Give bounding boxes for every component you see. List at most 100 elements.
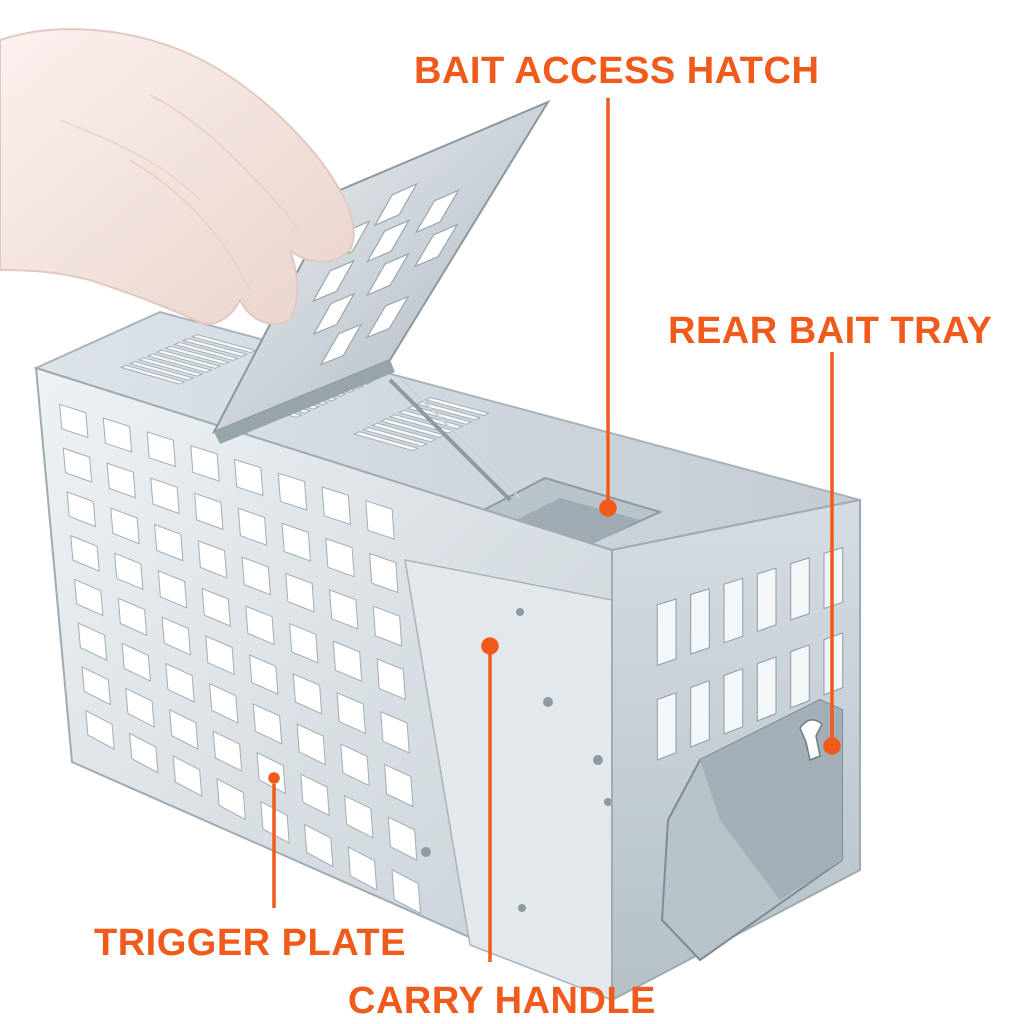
cage-end-mesh: [656, 546, 844, 761]
mesh-hole: [146, 431, 176, 468]
mesh-hole: [249, 654, 279, 695]
mesh-hole: [690, 680, 710, 748]
mesh-hole: [690, 588, 710, 655]
mesh-hole: [353, 431, 420, 452]
mesh-hole: [380, 710, 410, 754]
callout-leaders: [268, 98, 841, 962]
mesh-hole: [190, 445, 220, 482]
mesh-hole: [289, 622, 319, 664]
lid-hole: [373, 182, 419, 227]
mesh-hole: [790, 557, 810, 621]
mesh-hole: [336, 692, 366, 735]
mesh-hole: [344, 794, 374, 839]
mesh-hole: [157, 570, 188, 609]
mesh-hole: [59, 403, 89, 439]
lid-hole: [413, 223, 459, 268]
mesh-hole: [384, 763, 414, 808]
mesh-hole: [361, 426, 429, 447]
mesh-hole: [121, 642, 151, 682]
mesh-hole: [723, 668, 744, 735]
mesh-hole: [370, 422, 437, 443]
mesh-hole: [128, 360, 195, 381]
mesh-hole: [234, 458, 264, 497]
lid-hole: [414, 188, 460, 234]
mesh-hole: [365, 500, 395, 540]
callout-rear-bait-tray: REAR BAIT TRAY: [668, 310, 993, 352]
mesh-hole: [74, 578, 104, 617]
mesh-hole: [245, 605, 275, 646]
mesh-hole: [137, 357, 204, 377]
mesh-hole: [241, 556, 271, 596]
lid-hole: [365, 295, 410, 339]
mesh-hole: [347, 846, 378, 891]
mesh-hole: [154, 523, 184, 562]
mesh-hole: [150, 477, 180, 515]
mesh-hole: [216, 778, 246, 821]
mesh-hole: [756, 567, 777, 632]
mesh-hole: [415, 401, 482, 421]
mesh-hole: [197, 540, 228, 579]
cage-side-mesh: [59, 403, 421, 915]
mesh-hole: [212, 730, 243, 773]
mesh-hole: [155, 349, 222, 369]
callout-trigger-plate: TRIGGER PLATE: [94, 922, 406, 964]
mesh-hole: [723, 577, 744, 644]
mesh-hole: [77, 622, 108, 662]
mesh-hole: [102, 417, 133, 453]
mesh-hole: [81, 666, 111, 706]
mesh-hole: [169, 708, 199, 750]
mesh-hole: [181, 337, 249, 358]
mesh-hole: [209, 682, 239, 724]
mesh-hole: [424, 396, 491, 417]
callout-bait-access-hatch: BAIT ACCESS HATCH: [414, 50, 820, 92]
mesh-hole: [296, 723, 326, 766]
mesh-hole: [164, 345, 231, 365]
mesh-hole: [300, 773, 330, 817]
callout-carry-handle: CARRY HANDLE: [348, 980, 656, 1022]
mesh-hole: [340, 743, 370, 787]
mesh-hole: [173, 341, 240, 362]
mesh-hole: [194, 492, 224, 531]
latch-keyhole-icon: [799, 719, 823, 762]
lid-hole: [365, 219, 411, 263]
mesh-hole: [172, 755, 203, 797]
mesh-hole: [66, 491, 96, 528]
mesh-hole: [372, 605, 403, 647]
mesh-hole: [106, 462, 136, 499]
mesh-hole: [110, 507, 140, 545]
lid-hole: [365, 252, 410, 297]
mesh-hole: [285, 572, 315, 613]
mesh-hole: [756, 656, 777, 722]
mesh-hole: [119, 364, 186, 385]
mesh-hole: [369, 552, 399, 594]
mesh-hole: [205, 635, 235, 676]
lid-hole: [319, 323, 363, 366]
mesh-hole: [406, 405, 473, 425]
mesh-hole: [391, 869, 421, 915]
mesh-hole: [117, 597, 148, 637]
mesh-hole: [237, 507, 268, 546]
gloved-hand: [0, 28, 355, 325]
mesh-hole: [165, 662, 195, 703]
mesh-hole: [114, 552, 144, 591]
mesh-hole: [161, 616, 191, 656]
mesh-hole: [62, 447, 93, 483]
mesh-hole: [201, 587, 231, 627]
mesh-hole: [656, 692, 677, 761]
mesh-hole: [129, 732, 159, 774]
mesh-hole: [329, 589, 359, 630]
bait-access-hatch: [211, 99, 551, 444]
mesh-hole: [252, 703, 283, 745]
mesh-hole: [656, 598, 677, 667]
mesh-hole: [325, 537, 355, 578]
mesh-hole: [321, 486, 351, 526]
mesh-hole: [85, 709, 115, 751]
mesh-hole: [125, 687, 155, 728]
mesh-hole: [376, 658, 406, 701]
lid-hole: [312, 292, 356, 336]
mesh-hole: [70, 534, 100, 572]
mesh-hole: [281, 522, 311, 562]
mesh-hole: [277, 472, 308, 511]
mesh-hole: [790, 644, 810, 709]
